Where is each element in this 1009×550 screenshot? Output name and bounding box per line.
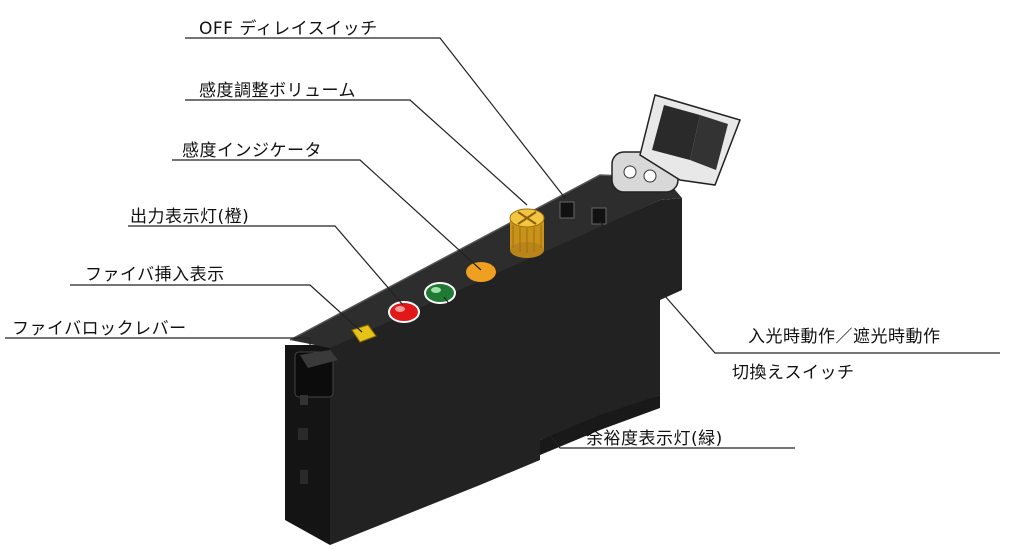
sensitivity-indicator-led [466,262,496,282]
leader-lines [5,37,1000,449]
sensitivity-volume-label: 感度調整ボリューム [199,81,356,101]
device-top-face [290,175,682,348]
output-indicator-led [388,301,420,323]
mode-switch-label-line2: 切換えスイッチ [732,363,855,383]
sensitivity-volume-knob[interactable] [509,208,545,258]
mode-switch-label-line1: 入光時動作／遮光時動作 [748,327,941,347]
fiber-lock-lever-label: ファイバロックレバー [12,319,187,339]
mode-switch[interactable] [591,207,607,225]
fiber-insert-indicator-tab [351,324,377,343]
sensitivity-indicator-label: 感度インジケータ [182,141,322,161]
output-indicator-label: 出力表示灯(橙) [130,207,250,227]
off-delay-switch[interactable] [559,201,575,219]
margin-indicator-label: 余裕度表示灯(緑) [586,429,723,449]
device-side-face [330,198,682,545]
margin-indicator-led [424,282,456,304]
off-delay-switch-label: OFF ディレイスイッチ [199,19,378,39]
fiber-insert-indicator-label: ファイバ挿入表示 [85,265,225,285]
